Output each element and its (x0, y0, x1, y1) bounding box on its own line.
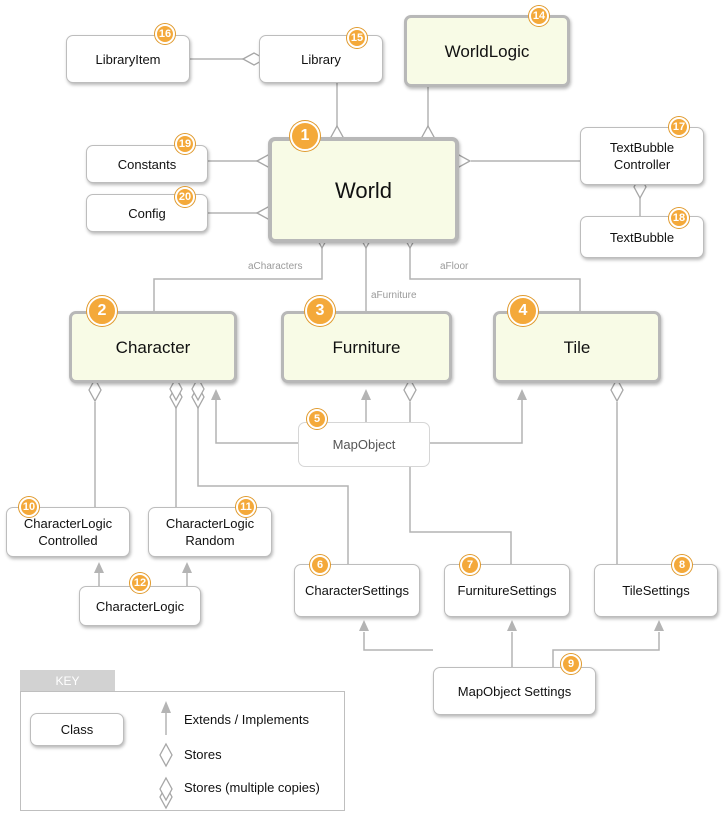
badge-1: 1 (290, 121, 320, 151)
world-label: World (334, 177, 393, 203)
key-stores-diamond (159, 742, 173, 768)
arrowhead-character (211, 389, 221, 400)
character-logic-controlled-class[interactable]: CharacterLogic Controlled (6, 507, 130, 557)
key-stores-multiple-label: Stores (multiple copies) (184, 780, 320, 795)
character-label: Character (115, 337, 191, 357)
badge-20: 20 (175, 187, 195, 207)
character-logic-controlled-line2: Controlled (38, 533, 98, 548)
text-bubble-controller-line2: Controller (613, 157, 671, 172)
library-item-class[interactable]: LibraryItem (66, 35, 190, 83)
stack-diamond-settings-front (191, 376, 205, 402)
arrowhead-furnituresettings (507, 620, 517, 631)
key-stores-label: Stores (184, 747, 222, 762)
badge-6: 6 (310, 555, 330, 575)
config-label: Config (128, 205, 166, 221)
badge-8: 8 (672, 555, 692, 575)
character-logic-random-line2: Random (185, 533, 235, 548)
key-multi-diamond-front (159, 776, 173, 802)
connector-mapobject-tile (430, 398, 523, 444)
key-class-label: Class (60, 722, 94, 737)
arrowhead-charactersettings (359, 620, 369, 631)
furniture-class[interactable]: Furniture (281, 311, 452, 383)
map-object-label: MapObject (332, 437, 396, 452)
diamond-tile-settings (610, 377, 624, 403)
tile-settings-class[interactable]: TileSettings (594, 564, 718, 617)
connector-mapobject-character (215, 398, 298, 444)
connector-world-tile (409, 248, 581, 311)
tile-settings-label: TileSettings (622, 583, 690, 598)
furniture-label: Furniture (332, 337, 401, 357)
map-object-class[interactable]: MapObject (298, 422, 430, 467)
connector-furniture-settings (409, 402, 512, 564)
badge-12: 12 (130, 573, 150, 593)
library-item-label: LibraryItem (95, 51, 161, 67)
text-bubble-controller-class[interactable]: TextBubble Controller (580, 127, 704, 185)
world-logic-label: WorldLogic (444, 41, 530, 61)
badge-16: 16 (155, 24, 175, 44)
map-object-settings-class[interactable]: MapObject Settings (433, 667, 596, 715)
diamond-character-logic (88, 377, 102, 403)
badge-7: 7 (460, 555, 480, 575)
badge-2: 2 (87, 296, 117, 326)
key-arrowhead (161, 701, 171, 713)
arrowhead-tile (517, 389, 527, 400)
character-logic-random-class[interactable]: CharacterLogic Random (148, 507, 272, 557)
library-label: Library (301, 51, 341, 67)
connector-character-settings (197, 395, 349, 564)
constants-label: Constants (117, 156, 177, 172)
badge-9: 9 (561, 654, 581, 674)
map-object-settings-label: MapObject Settings (457, 683, 572, 699)
arrowhead-furniture (361, 389, 371, 400)
badge-10: 10 (19, 497, 39, 517)
character-logic-label: CharacterLogic (95, 598, 185, 614)
key-title: KEY (20, 670, 115, 692)
character-logic-random-line1: CharacterLogic (165, 516, 255, 531)
text-bubble-label: TextBubble (609, 229, 675, 245)
diamond-furniture-settings (403, 377, 417, 403)
tile-label: Tile (563, 337, 591, 357)
badge-19: 19 (175, 134, 195, 154)
text-bubble-controller-line1: TextBubble (609, 140, 675, 155)
connector-mapobjectsettings-character (363, 632, 433, 651)
key-class-sample: Class (30, 713, 124, 746)
arrowhead-logicrandom (182, 562, 192, 573)
edge-label-floor: aFloor (440, 261, 469, 272)
arrowhead-logiccontrolled (94, 562, 104, 573)
key-panel (20, 691, 345, 811)
badge-4: 4 (508, 296, 538, 326)
stack-diamond-random-front (169, 376, 183, 402)
furniture-settings-label: FurnitureSettings (457, 583, 557, 598)
key-extends-label: Extends / Implements (184, 712, 309, 727)
edge-label-furniture: aFurniture (371, 290, 417, 301)
badge-15: 15 (347, 28, 367, 48)
badge-5: 5 (307, 409, 327, 429)
badge-17: 17 (669, 117, 689, 137)
character-settings-label: CharacterSettings (304, 583, 410, 598)
badge-18: 18 (669, 208, 689, 228)
character-settings-class[interactable]: CharacterSettings (294, 564, 420, 617)
character-logic-controlled-line1: CharacterLogic (23, 516, 113, 531)
arrowhead-tilesettings (654, 620, 664, 631)
badge-3: 3 (305, 296, 335, 326)
world-logic-class[interactable]: WorldLogic (404, 15, 570, 87)
badge-11: 11 (236, 497, 256, 517)
connector-world-character (153, 248, 323, 311)
badge-14: 14 (529, 6, 549, 26)
edge-label-characters: aCharacters (248, 261, 303, 272)
world-class[interactable]: World (268, 137, 459, 243)
connector-mapobjectsettings-tile (552, 632, 660, 667)
